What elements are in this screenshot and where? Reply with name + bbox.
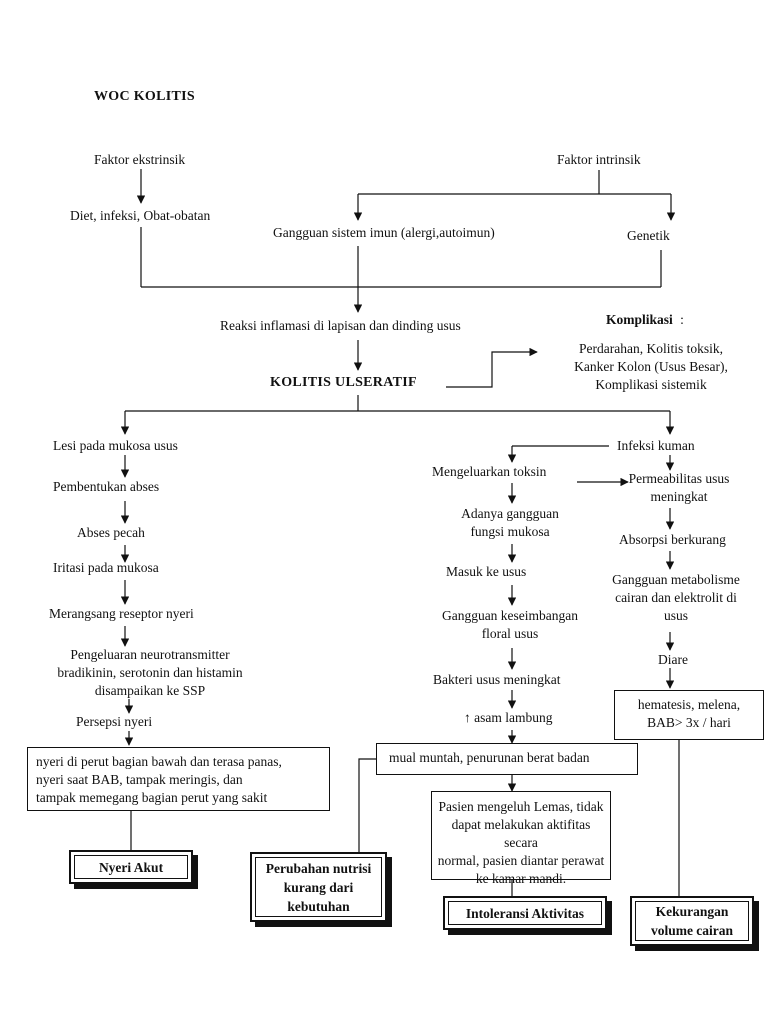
box-nyeri-symptoms: nyeri di perut bagian bawah dan terasa p…	[27, 747, 330, 811]
adanya-line: Adanya gangguan	[461, 506, 559, 521]
node-iritasi: Iritasi pada mukosa	[53, 560, 159, 575]
pasien-line: dapat melakukan aktifitas secara	[451, 817, 591, 850]
nyeri-line: nyeri saat BAB, tampak meringis, dan	[36, 772, 243, 787]
metabolisme-line: usus	[663, 608, 688, 623]
komplikasi-line: Perdarahan, Kolitis toksik,	[579, 341, 723, 356]
pasien-line: ke kamar mandi.	[475, 871, 567, 886]
node-komplikasi-list: Perdarahan, Kolitis toksik, Kanker Kolon…	[545, 340, 757, 394]
nutrisi-label: Perubahan nutrisi kurang dari kebutuhan	[266, 859, 371, 916]
node-gangguan-imun: Gangguan sistem imun (alergi,autoimun)	[273, 225, 495, 240]
node-diare: Diare	[658, 652, 688, 667]
node-bakteri: Bakteri usus meningkat	[433, 672, 561, 687]
nutrisi-line: kurang dari	[283, 879, 354, 895]
node-pembentukan-abses: Pembentukan abses	[53, 479, 160, 494]
node-infeksi-kuman: Infeksi kuman	[617, 438, 695, 453]
komplikasi-title: Komplikasi	[606, 312, 673, 327]
node-faktor-ekstrinsik: Faktor ekstrinsik	[94, 152, 186, 167]
hematesis-line: BAB> 3x / hari	[647, 715, 731, 730]
adanya-line: fungsi mukosa	[470, 524, 550, 539]
diagnosis-intoleransi: Intoleransi Aktivitas	[443, 896, 607, 930]
node-permeabilitas: Permeabilitas usus meningkat	[614, 470, 744, 506]
node-gangguan-keseimbangan: Gangguan keseimbangan floral usus	[420, 607, 600, 643]
diagnosis-kekurangan-cairan: Kekurangan volume cairan	[630, 896, 754, 946]
node-asam-lambung: ↑ asam lambung	[464, 710, 553, 725]
page-title: WOC KOLITIS	[94, 89, 195, 104]
nyeri-line: nyeri di perut bagian bawah dan terasa p…	[36, 754, 282, 769]
node-reaksi-inflamasi: Reaksi inflamasi di lapisan dan dinding …	[220, 318, 461, 333]
pasien-line: Pasien mengeluh Lemas, tidak	[438, 799, 604, 814]
keseimbangan-line: Gangguan keseimbangan	[441, 608, 579, 623]
pengeluaran-line: Pengeluaran neurotransmitter	[70, 647, 230, 662]
diagnosis-nutrisi: Perubahan nutrisi kurang dari kebutuhan	[250, 852, 387, 922]
kekurangan-line: volume cairan	[650, 923, 734, 938]
hematesis-line: hematesis, melena,	[637, 697, 741, 712]
node-masuk-usus: Masuk ke usus	[446, 564, 527, 579]
nutrisi-line: Perubahan nutrisi	[265, 860, 372, 876]
pengeluaran-line: disampaikan ke SSP	[94, 683, 206, 698]
komplikasi-colon: :	[680, 312, 684, 327]
komplikasi-line: Komplikasi sistemik	[595, 377, 707, 392]
mual-text: mual muntah, penurunan berat badan	[389, 750, 590, 765]
node-merangsang: Merangsang reseptor nyeri	[49, 606, 194, 621]
kekurangan-line: Kekurangan	[655, 904, 729, 919]
node-pengeluaran: Pengeluaran neurotransmitter bradikinin,…	[20, 646, 280, 700]
box-hematesis: hematesis, melena, BAB> 3x / hari	[614, 690, 764, 740]
kekurangan-label: Kekurangan volume cairan	[651, 902, 733, 940]
komplikasi-line: Kanker Kolon (Usus Besar),	[574, 359, 728, 374]
node-kolitis-ulseratif: KOLITIS ULSERATIF	[270, 375, 417, 390]
intoleransi-label: Intoleransi Aktivitas	[465, 905, 585, 921]
metabolisme-line: Gangguan metabolisme	[612, 572, 740, 587]
node-diet: Diet, infeksi, Obat-obatan	[70, 208, 211, 223]
node-lesi: Lesi pada mukosa usus	[53, 438, 178, 453]
node-adanya-gangguan: Adanya gangguan fungsi mukosa	[430, 505, 590, 541]
node-mengeluarkan-toksin: Mengeluarkan toksin	[432, 464, 547, 479]
pasien-line: normal, pasien diantar perawat	[437, 853, 605, 868]
line-mual-nutrisi	[358, 758, 376, 852]
diagnosis-nyeri-akut: Nyeri Akut	[69, 850, 193, 884]
nutrisi-line: kebutuhan	[287, 898, 350, 914]
metabolisme-line: cairan dan elektrolit di	[615, 590, 737, 605]
node-abses-pecah: Abses pecah	[77, 525, 145, 540]
node-absorpsi: Absorpsi berkurang	[619, 532, 726, 547]
permeabilitas-line: Permeabilitas usus	[628, 471, 730, 486]
komplikasi-heading: Komplikasi :	[606, 311, 684, 329]
nyeri-akut-label: Nyeri Akut	[98, 859, 164, 875]
node-gangguan-metabolisme: Gangguan metabolisme cairan dan elektrol…	[596, 571, 756, 625]
pengeluaran-line: bradikinin, serotonin dan histamin	[57, 665, 243, 680]
box-mual-muntah: mual muntah, penurunan berat badan	[376, 743, 638, 775]
permeabilitas-line: meningkat	[650, 489, 708, 504]
keseimbangan-line: floral usus	[481, 626, 539, 641]
nyeri-line: tampak memegang bagian perut yang sakit	[36, 790, 268, 805]
box-pasien-lemas: Pasien mengeluh Lemas, tidak dapat melak…	[431, 791, 611, 886]
arrow-kolitis-komplikasi	[446, 347, 538, 388]
node-genetik: Genetik	[627, 228, 670, 243]
node-persepsi-nyeri: Persepsi nyeri	[76, 714, 153, 729]
node-faktor-intrinsik: Faktor intrinsik	[557, 152, 641, 167]
